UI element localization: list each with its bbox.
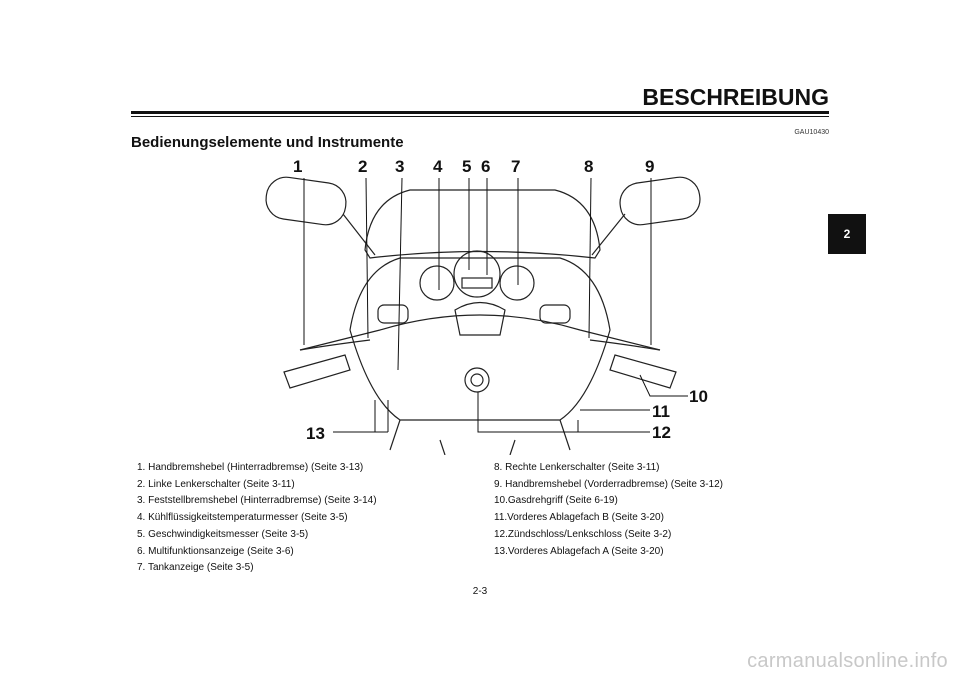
legend-item: 8. Rechte Lenkerschalter (Seite 3-11) <box>494 462 660 473</box>
header-rule-thin <box>131 116 829 117</box>
callout-2: 2 <box>358 157 368 176</box>
legend-item: 7. Tankanzeige (Seite 3-5) <box>137 562 254 574</box>
callout-10: 10 <box>689 387 708 406</box>
watermark: carmanualsonline.info <box>747 650 948 672</box>
page-title: Bedienungselemente und Instrumente <box>131 134 404 151</box>
header-rule <box>131 111 829 114</box>
callout-11: 11 <box>652 402 670 421</box>
legend-item: 3. Feststellbremshebel (Hinterradbremse)… <box>137 495 377 507</box>
callout-7: 7 <box>511 157 521 176</box>
right-mirror <box>619 176 701 226</box>
windshield <box>364 189 601 259</box>
temp-gauge <box>419 265 455 301</box>
callout-1: 1 <box>293 157 303 176</box>
legend-item: 1. Handbremshebel (Hinterradbremse) (Sei… <box>137 462 364 473</box>
callout-3: 3 <box>395 157 405 176</box>
callout-4: 4 <box>433 157 443 176</box>
legend-left: 1. Handbremshebel (Hinterradbremse) (Sei… <box>137 460 377 577</box>
legend-item: 6. Multifunktionsanzeige (Seite 3-6) <box>137 545 294 557</box>
handlebar-illustration <box>265 176 701 455</box>
callout-5: 5 <box>462 157 472 176</box>
legend-item: 13.Vorderes Ablagefach A (Seite 3-20) <box>494 545 664 557</box>
legend-item: 9. Handbremshebel (Vorderradbremse) (Sei… <box>494 478 723 490</box>
ignition <box>464 367 490 393</box>
left-grip <box>283 354 351 389</box>
callout-6: 6 <box>481 157 491 176</box>
fuel-gauge <box>499 265 535 301</box>
page-number: 2-3 <box>472 586 488 597</box>
legend-item: 2. Linke Lenkerschalter (Seite 3-11) <box>137 478 295 490</box>
legend-item: 4. Kühlflüssigkeitstemperaturmesser (Sei… <box>137 512 348 524</box>
left-mirror <box>265 176 347 226</box>
section-header: BESCHREIBUNG <box>642 84 829 110</box>
chapter-tab[interactable]: 2 <box>828 214 866 254</box>
legend-item: 5. Geschwindigkeitsmesser (Seite 3-5) <box>137 528 309 540</box>
speedometer <box>453 250 501 298</box>
legend-item: 11.Vorderes Ablagefach B (Seite 3-20) <box>494 512 664 524</box>
callout-13: 13 <box>306 424 325 443</box>
right-grip <box>609 354 677 389</box>
doc-code: GAU10430 <box>794 129 829 136</box>
callout-9: 9 <box>645 157 655 176</box>
legend-right: 8. Rechte Lenkerschalter (Seite 3-11) 9.… <box>494 460 723 560</box>
callout-8: 8 <box>584 157 594 176</box>
callout-12: 12 <box>652 423 671 442</box>
legend-item: 10.Gasdrehgriff (Seite 6-19) <box>494 495 618 507</box>
legend-item: 12.Zündschloss/Lenkschloss (Seite 3-2) <box>494 528 672 540</box>
